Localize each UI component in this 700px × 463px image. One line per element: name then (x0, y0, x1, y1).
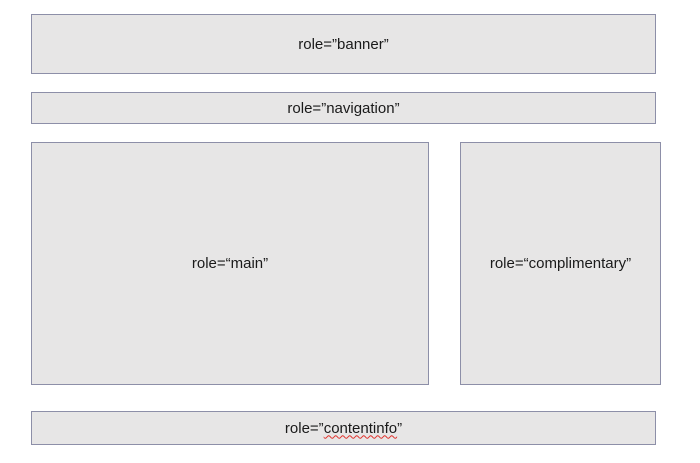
banner-region: role=”banner” (31, 14, 656, 74)
navigation-region: role=”navigation” (31, 92, 656, 124)
contentinfo-label-word: contentinfo (323, 419, 398, 437)
contentinfo-label: role=”contentinfo” (285, 420, 402, 437)
main-label: role=“main” (191, 255, 269, 272)
contentinfo-region: role=”contentinfo” (31, 411, 656, 445)
complementary-label: role=“complimentary” (489, 255, 632, 272)
contentinfo-label-prefix: role=” (284, 419, 324, 437)
main-region: role=“main” (31, 142, 429, 385)
complementary-region: role=“complimentary” (460, 142, 661, 385)
contentinfo-label-suffix: ” (397, 419, 403, 437)
banner-label: role=”banner” (298, 35, 389, 53)
navigation-label: role=”navigation” (287, 99, 400, 117)
